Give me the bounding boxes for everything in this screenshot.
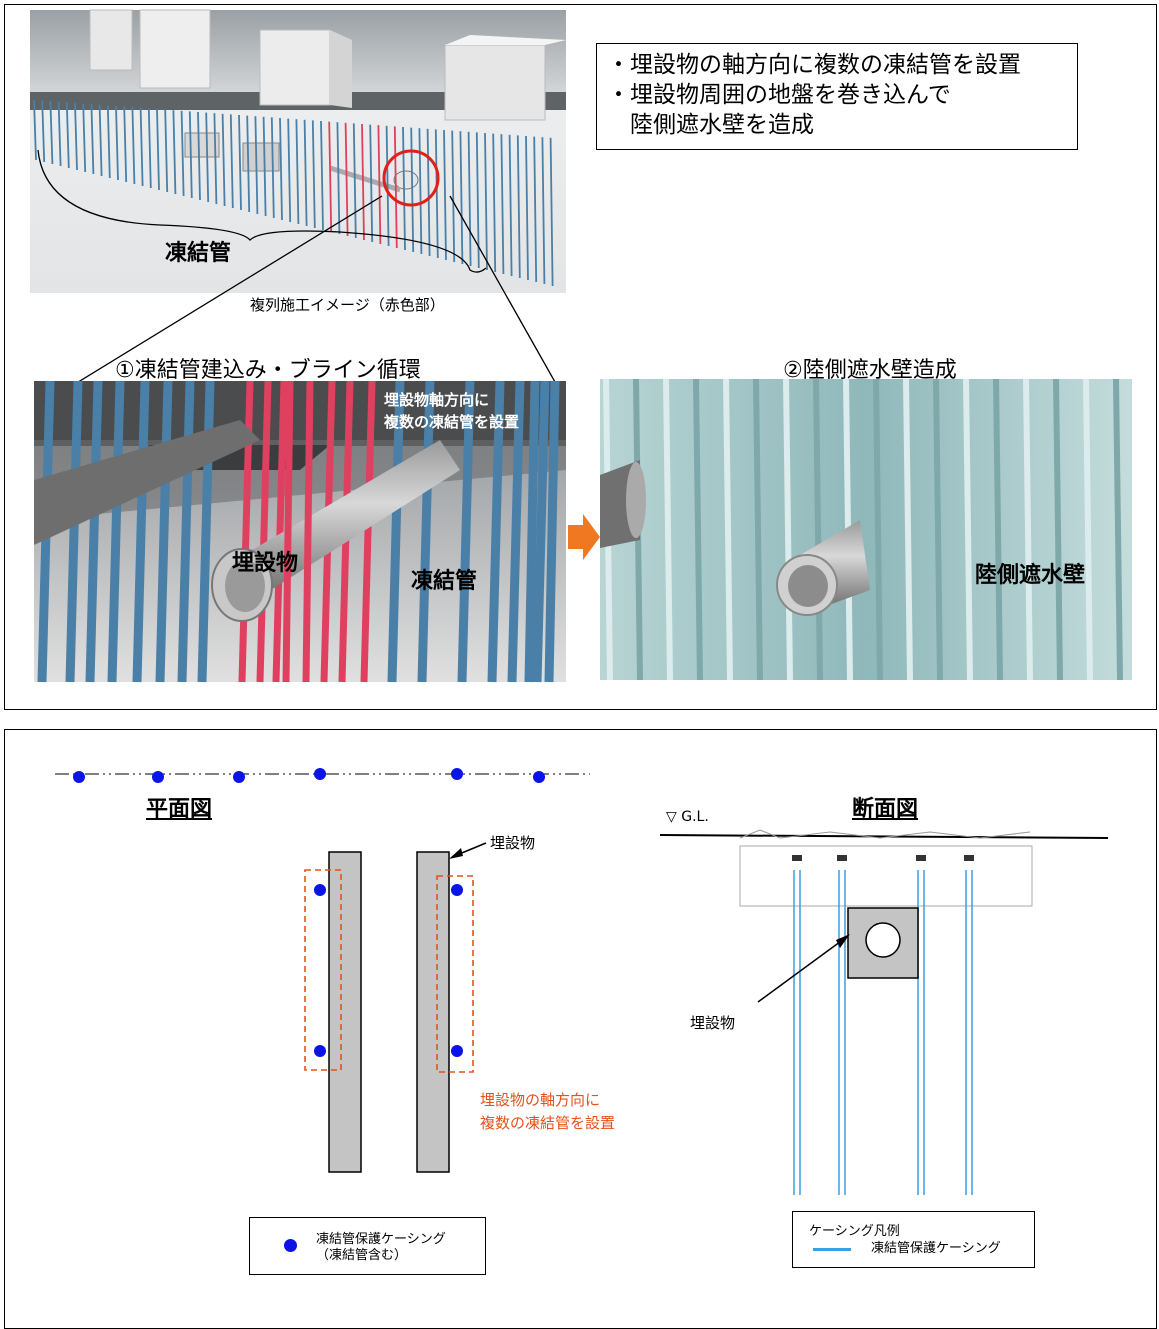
callout-line-3: 陸側遮水壁を造成	[607, 112, 814, 138]
section-title: 断面図	[852, 797, 919, 822]
step1-note-line-1: 埋設物軸方向に	[384, 391, 490, 409]
step1-object-label: 埋設物	[232, 551, 299, 576]
plan-legend: 凍結管保護ケーシング （凍結管含む）	[249, 1217, 486, 1275]
section-legend-item: 凍結管保護ケーシング	[871, 1241, 1001, 1256]
step1-note: 埋設物軸方向に 複数の凍結管を設置	[384, 389, 519, 433]
plan-object-label: 埋設物	[490, 834, 536, 852]
section-gl-label: ▽ G.L.	[666, 809, 709, 825]
plan-note: 埋設物の軸方向に 複数の凍結管を設置	[480, 1089, 615, 1135]
section-object-label: 埋設物	[690, 1014, 736, 1032]
plan-legend-line-1: 凍結管保護ケーシング	[316, 1232, 446, 1247]
casing-line-icon	[813, 1248, 851, 1251]
section-legend-title: ケーシング凡例	[809, 1224, 900, 1239]
step1-title: ①凍結管建込み・ブライン循環	[115, 358, 421, 383]
plan-note-line-2: 複数の凍結管を設置	[480, 1114, 616, 1132]
legend-dot-icon	[284, 1239, 297, 1252]
step2-wall-label: 陸側遮水壁	[975, 563, 1086, 588]
plan-note-line-1: 埋設物の軸方向に	[480, 1091, 601, 1109]
callout-line-1: ・埋設物の軸方向に複数の凍結管を設置	[607, 52, 1021, 78]
step1-pipe-label: 凍結管	[411, 569, 478, 594]
callout-line-2: ・埋設物周囲の地盤を巻き込んで	[607, 82, 951, 108]
plan-legend-line-2: （凍結管含む）	[316, 1248, 408, 1263]
top-callout: ・埋設物の軸方向に複数の凍結管を設置 ・埋設物周囲の地盤を巻き込んで 陸側遮水壁…	[596, 43, 1078, 150]
step2-title: ②陸側遮水壁造成	[783, 358, 957, 383]
plan-title: 平面図	[146, 797, 213, 822]
render-caption: 複列施工イメージ（赤色部）	[250, 296, 445, 314]
render-label: 凍結管	[165, 241, 232, 266]
section-legend: ケーシング凡例 凍結管保護ケーシング	[792, 1211, 1035, 1268]
step1-note-line-2: 複数の凍結管を設置	[384, 413, 520, 431]
top-panel	[4, 4, 1157, 710]
